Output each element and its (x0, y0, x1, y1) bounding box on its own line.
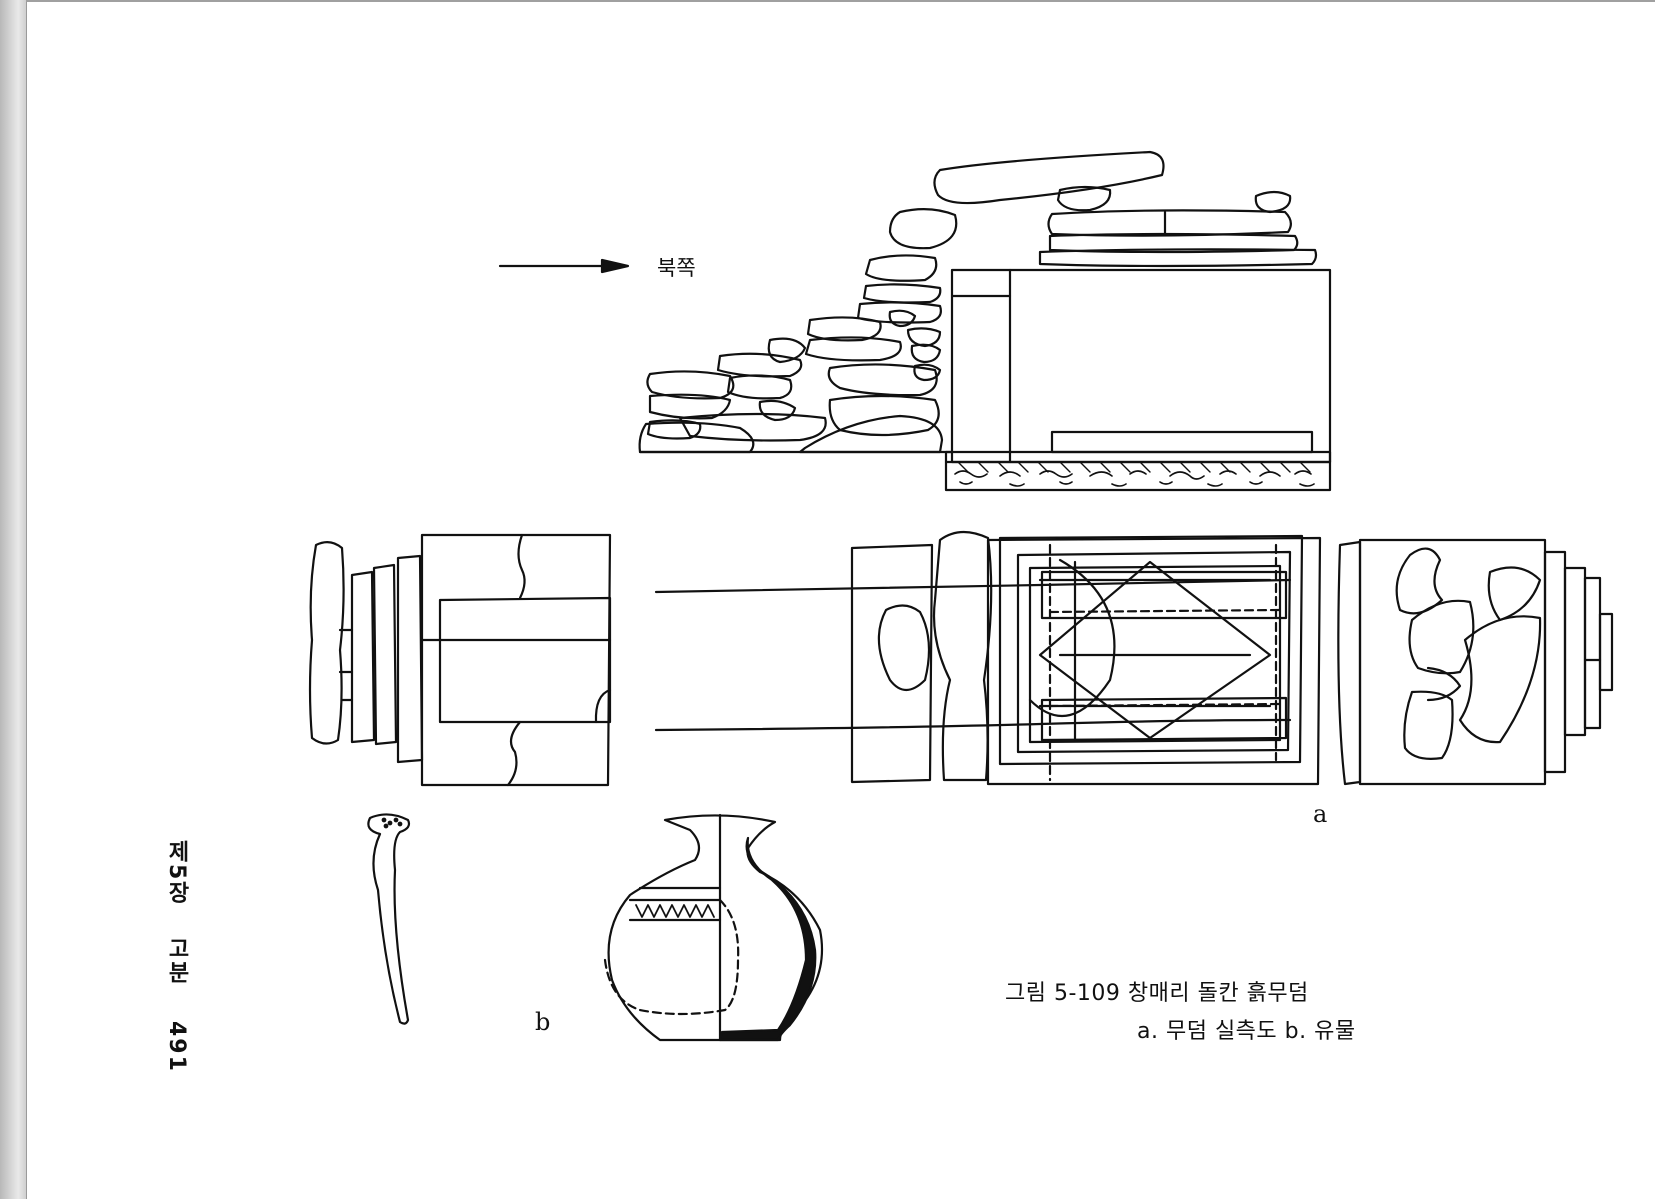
figure-caption-title: 그림 5-109 창매리 돌칸 흙무덤 (1005, 981, 1309, 1006)
book-spine-shadow (0, 0, 27, 1199)
figure-caption-subtitle: a. 무덤 실측도 b. 유물 (1137, 1019, 1356, 1044)
north-direction-label: 북쪽 (657, 256, 696, 280)
figure-part-a-label: a (1313, 800, 1328, 828)
running-head-section: 고분 (164, 936, 189, 985)
running-head-chapter: 제5장 (164, 840, 189, 906)
page-top-edge (26, 0, 1655, 2)
north-arrow-icon (498, 258, 630, 274)
page-number: 491 (164, 1020, 189, 1073)
tomb-plan (308, 530, 1614, 787)
running-head: 제5장 고분 491 (160, 840, 192, 1073)
tomb-elevation (638, 150, 1332, 492)
figure-part-b-label: b (535, 1008, 551, 1036)
nail-artifact (367, 813, 411, 1025)
pottery-jar (603, 813, 824, 1042)
